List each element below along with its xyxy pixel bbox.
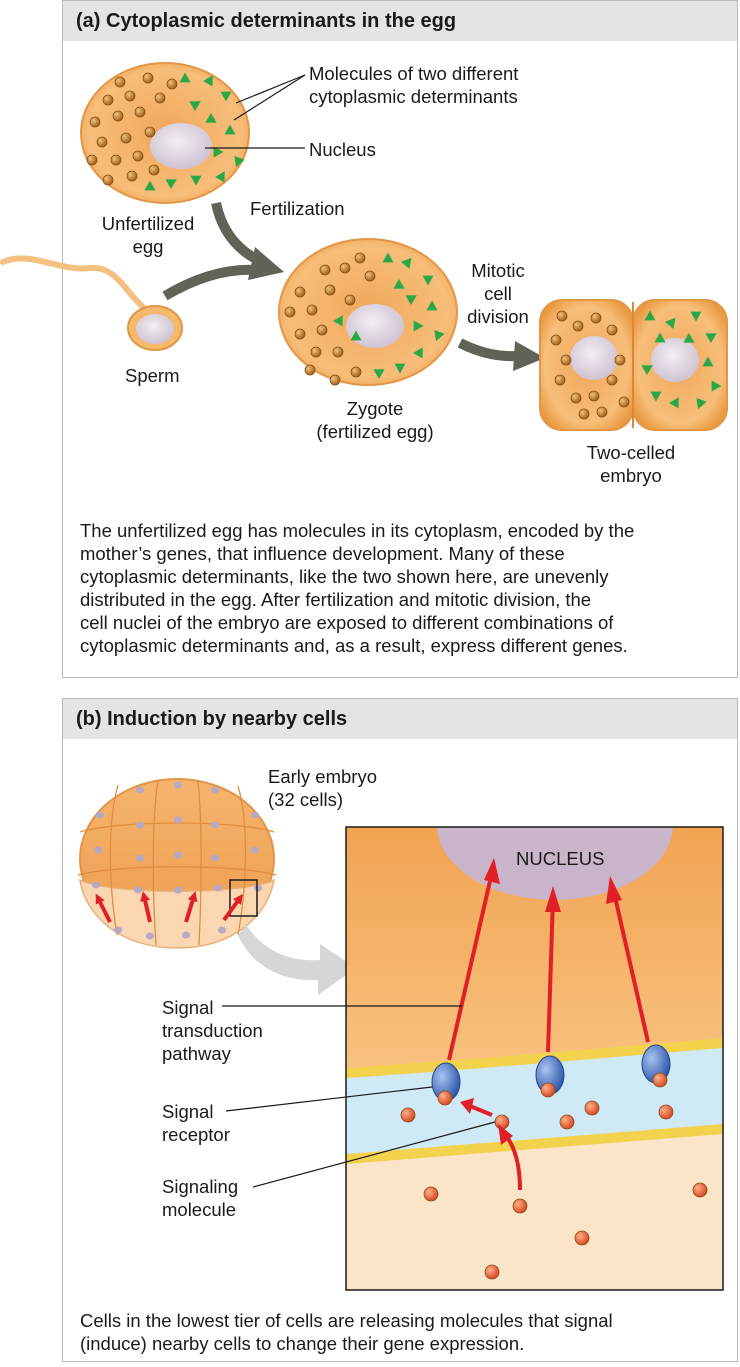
label-mitotic-division: Mitotic cell division xyxy=(467,260,529,327)
label-nucleus-zoom: NUCLEUS xyxy=(516,848,605,869)
label-zygote: Zygote (fertilized egg) xyxy=(316,398,434,442)
label-fertilization: Fertilization xyxy=(250,198,345,219)
label-signal-transduction: Signal transduction pathway xyxy=(162,997,263,1064)
panel-b-title: (b) Induction by nearby cells xyxy=(63,699,737,739)
label-signaling-molecule: Signaling molecule xyxy=(162,1176,239,1220)
label-two-celled-embryo: Two-celled embryo xyxy=(586,442,676,486)
label-nucleus: Nucleus xyxy=(309,139,376,160)
label-molecules: Molecules of two different cytoplasmic d… xyxy=(309,63,519,107)
panel-a-title: (a) Cytoplasmic determinants in the egg xyxy=(63,1,737,41)
panel-a-caption: The unfertilized egg has molecules in it… xyxy=(80,520,635,656)
label-early-embryo: Early embryo (32 cells) xyxy=(268,766,377,810)
label-sperm: Sperm xyxy=(125,365,180,386)
label-unfertilized-egg: Unfertilized egg xyxy=(101,213,195,257)
panel-b-caption: Cells in the lowest tier of cells are re… xyxy=(80,1310,613,1354)
label-signal-receptor: Signal receptor xyxy=(162,1101,230,1145)
